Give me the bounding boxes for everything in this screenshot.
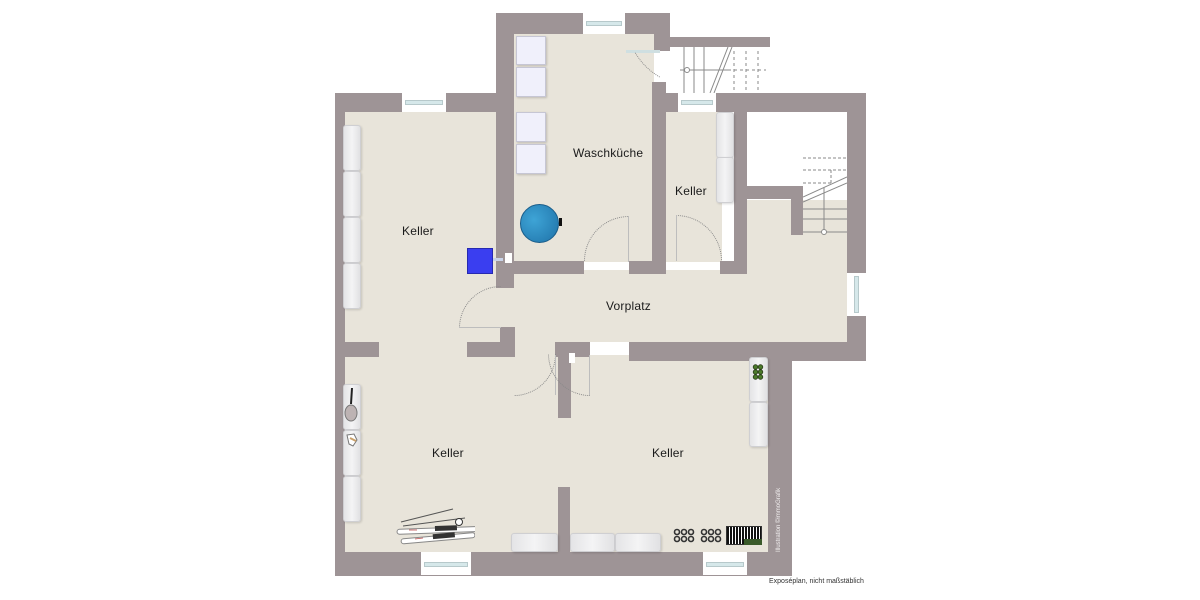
room-label-keller-sw: Keller: [432, 446, 464, 460]
skis-icon: [396, 508, 475, 545]
washing-machine-1: [516, 36, 546, 65]
shelf-nw-3: [343, 217, 361, 263]
wall-stair-inner-h: [747, 186, 797, 199]
tennis-racket-icon: [344, 387, 358, 422]
wall-waschkueche-right-upper: [654, 13, 670, 51]
wall-waschkueche-right-lower: [652, 82, 666, 274]
bottle-crate-icon-1: [673, 528, 695, 543]
window-waschkueche-top: [583, 13, 625, 34]
wall-vorplatz-bottom-right: [629, 342, 866, 361]
shelf-ne-1: [716, 112, 734, 158]
wall-keller-ne-bottom: [720, 261, 747, 274]
window-nw-top: [402, 93, 446, 112]
door-leaf-stair: [626, 50, 660, 53]
stairs-right: [803, 157, 847, 235]
bottle-rack-icon: [752, 364, 764, 380]
shelf-nw-4: [343, 263, 361, 309]
shelf-bottom-2: [570, 533, 615, 552]
blue-unit-icon: [467, 248, 493, 274]
wall-nw-bottom-left: [345, 342, 379, 357]
washing-machine-4: [516, 144, 546, 174]
wall-central-bottom: [558, 487, 570, 552]
shelf-sw-3: [343, 476, 361, 522]
tank-valve: [559, 218, 562, 226]
wall-outer-right-lower: [768, 342, 792, 576]
door-leaf-keller-nw: [459, 327, 501, 328]
window-sw-bottom: [421, 552, 471, 575]
room-label-keller-nw: Keller: [402, 224, 434, 238]
wall-keller-ne-right: [734, 93, 747, 274]
room-label-vorplatz: Vorplatz: [606, 299, 651, 313]
shelf-se-right-2: [749, 402, 768, 447]
caption-scale-note: Exposéplan, nicht maßstäblich: [769, 578, 864, 585]
round-tank-icon: [520, 204, 559, 243]
bottle-crate-icon-2: [700, 528, 722, 543]
bottle-crate-icon-3-green: [744, 539, 762, 545]
window-se-bottom: [703, 552, 747, 575]
stairs-upper: [680, 47, 766, 93]
wall-nw-corner: [500, 327, 515, 357]
wall-waschkueche-bottom: [514, 261, 584, 274]
shoes-icon: [346, 433, 358, 447]
shelf-nw-2: [343, 171, 361, 217]
shelf-ne-2: [716, 157, 734, 203]
room-label-keller-ne: Keller: [675, 184, 707, 198]
floor-keller-se: [560, 355, 768, 552]
room-label-waschkueche: Waschküche: [573, 146, 644, 160]
room-label-keller-se: Keller: [652, 446, 684, 460]
window-right: [847, 273, 866, 316]
credit-text: Illustration ©immoGrafik: [776, 487, 782, 552]
door-leaf-keller-se: [589, 355, 590, 395]
washing-machine-2: [516, 67, 546, 97]
wall-stair-top: [670, 37, 770, 47]
washing-machine-3: [516, 112, 546, 142]
wall-outer-left: [335, 93, 345, 576]
wall-outer-right: [847, 93, 866, 361]
shaft-2: [505, 253, 512, 263]
shelf-bottom-3: [615, 533, 661, 552]
floor-vorplatz: [345, 270, 847, 342]
window-ne-top: [678, 93, 716, 112]
door-leaf-keller-ne: [676, 215, 677, 261]
door-leaf-waschkueche: [628, 216, 629, 262]
stair-right-void: [747, 112, 847, 186]
shelf-nw-1: [343, 125, 361, 171]
blue-unit-pipe: [493, 258, 503, 261]
wall-waschkueche-bottom-right: [629, 261, 666, 274]
wall-waschkueche-left: [496, 13, 514, 288]
shelf-bottom-1: [511, 533, 558, 552]
